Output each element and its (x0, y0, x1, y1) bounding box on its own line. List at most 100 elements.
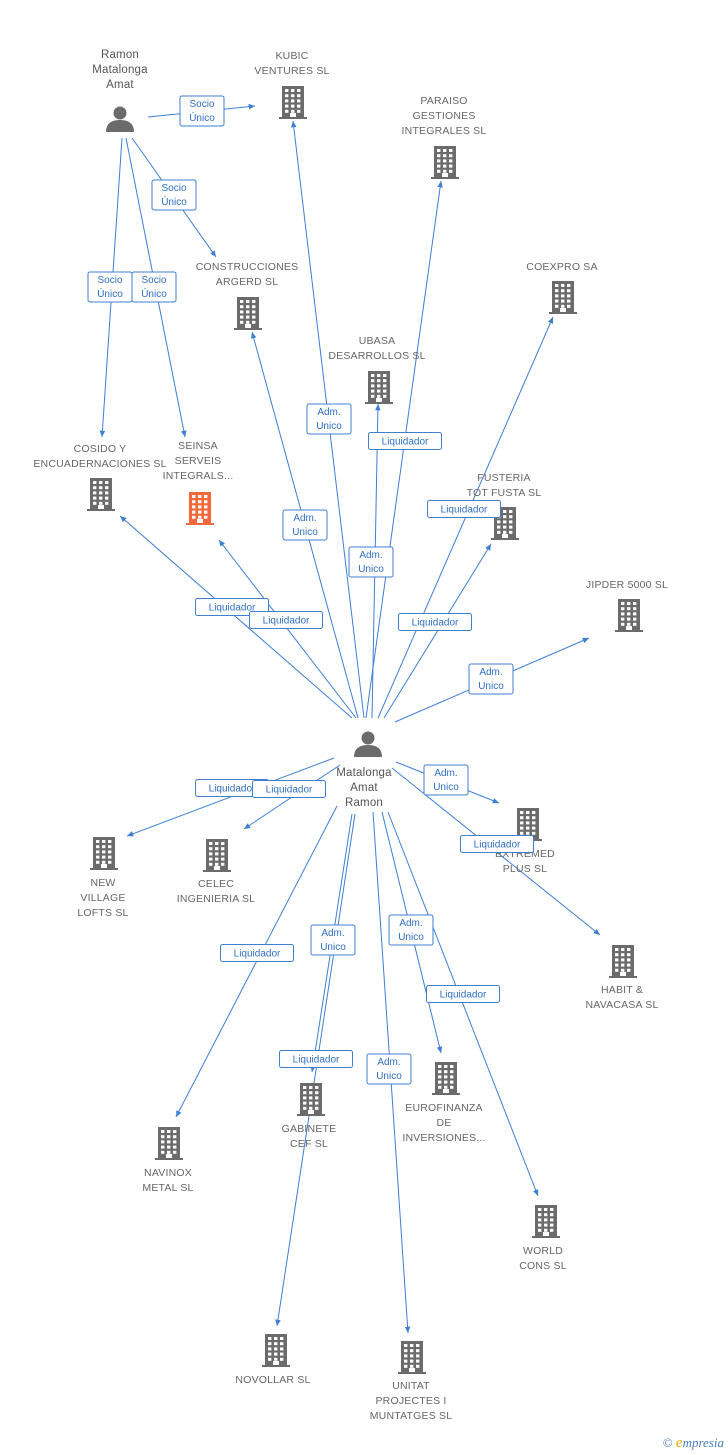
building-window (526, 816, 530, 820)
edge-label-box[interactable] (468, 663, 514, 695)
edge-label-box[interactable] (398, 613, 472, 631)
edge-label-matalonga-construcciones[interactable]: Adm.Unico (282, 509, 328, 541)
edge-label-box[interactable] (427, 500, 501, 518)
building-window (555, 289, 559, 293)
edge-label-box[interactable] (423, 764, 469, 796)
building-window (173, 1145, 177, 1149)
edge-label-matalonga-paraiso[interactable]: Liquidador (368, 432, 442, 450)
edge-label-box[interactable] (220, 944, 294, 962)
edge-label-matalonga-jipder[interactable]: Adm.Unico (468, 663, 514, 695)
edge-label-matalonga-world[interactable]: Liquidador (426, 985, 500, 1003)
edge-label-matalonga-coexpro[interactable]: Liquidador (427, 500, 501, 518)
building-window (438, 1075, 442, 1079)
building-window (192, 510, 196, 514)
node-label: DESARROLLOS SL (328, 350, 425, 362)
edge-label-box[interactable] (366, 1053, 412, 1085)
building-window (627, 622, 631, 626)
edge-label-matalonga-fusteria[interactable]: Liquidador (398, 613, 472, 631)
building-window (102, 850, 106, 854)
edge-label-matalonga-gabinete[interactable]: Adm.Unico (310, 924, 356, 956)
building-window (161, 1130, 165, 1133)
edge-label-text: Socio (161, 183, 186, 194)
building-window (297, 104, 301, 108)
building-door (101, 864, 107, 869)
building-window (615, 958, 619, 962)
edge-label-text: Adm. (317, 407, 340, 418)
building-window (555, 284, 559, 287)
building-window (449, 149, 453, 152)
building-window (280, 1342, 284, 1346)
edge-label-box[interactable] (348, 546, 394, 578)
edge-label-matalonga-seinsa[interactable]: Liquidador (249, 611, 323, 629)
building-window (410, 1359, 414, 1363)
edge-label-matalonga-ubasa[interactable]: Adm.Unico (348, 546, 394, 578)
node-eurofinanza[interactable]: EUROFINANZADEINVERSIONES... (402, 1062, 485, 1144)
edge-label-box[interactable] (151, 179, 197, 211)
building-window (383, 374, 387, 377)
edge-label-matalonga-navinox[interactable]: Liquidador (220, 944, 294, 962)
building-base (398, 1372, 426, 1374)
edge-label-box[interactable] (179, 95, 225, 127)
edge-label-box[interactable] (279, 1050, 353, 1068)
edge-label-matalonga-celec[interactable]: Liquidador (252, 780, 326, 798)
edge-label-matalonga-eurofinanza[interactable]: Adm.Unico (388, 914, 434, 946)
edge-label-matalonga-kubic[interactable]: Adm. Unico (306, 403, 352, 435)
building-base (262, 1365, 290, 1367)
edge-label-matalonga-unitat[interactable]: Adm.Unico (366, 1053, 412, 1085)
building-window (246, 300, 250, 303)
edge-label-box[interactable] (252, 780, 326, 798)
building-door (626, 626, 632, 631)
node-habit[interactable]: HABIT &NAVACASA SL (585, 945, 658, 1011)
edge-label-matalonga-habit[interactable]: Liquidador (460, 835, 534, 853)
building-window (297, 109, 301, 113)
node-label: SEINSA (178, 440, 218, 452)
building-window (167, 1150, 171, 1154)
building-window (538, 1218, 542, 1222)
edge-label-box[interactable] (426, 985, 500, 1003)
edge-label-box[interactable] (131, 271, 177, 303)
edge-label-text: Unico (316, 421, 342, 432)
building-base (186, 523, 214, 525)
edge-label-box[interactable] (460, 835, 534, 853)
edge-label-box[interactable] (306, 403, 352, 435)
building-window (93, 486, 97, 490)
edge-label-text: Adm. (293, 513, 316, 524)
node-novollar[interactable]: NOVOLLAR SL (235, 1334, 310, 1386)
edge-label-text: Liquidador (441, 505, 488, 516)
edge-label-box[interactable] (368, 432, 442, 450)
node-jipder[interactable]: JIPDER 5000 SL (586, 579, 668, 632)
building-window (105, 491, 109, 495)
building-window (303, 1091, 307, 1095)
building-window (309, 1091, 313, 1095)
building-window (204, 495, 208, 498)
edge-label-matalonga-extremed[interactable]: Adm.Unico (423, 764, 469, 796)
node-coexpro[interactable]: COEXPRO SA (526, 261, 598, 314)
node-seinsa[interactable]: SEINSASERVEISINTEGRALS... (163, 440, 234, 525)
edge-label-box[interactable] (282, 509, 328, 541)
edge-label-text: Adm. (377, 1057, 400, 1068)
building-window (416, 1344, 420, 1347)
edge-label-box[interactable] (310, 924, 356, 956)
node-label: PROJECTES I (375, 1395, 446, 1407)
edge-label-box[interactable] (249, 611, 323, 629)
edge-label-box[interactable] (388, 914, 434, 946)
edge-label-matalonga-novollar[interactable]: Liquidador (279, 1050, 353, 1068)
